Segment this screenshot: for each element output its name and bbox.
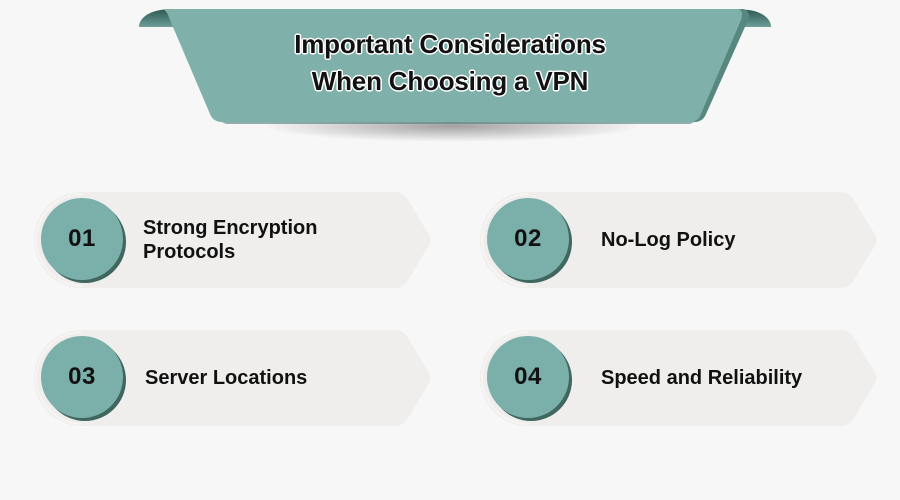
number-text: 02 (514, 225, 542, 252)
number-badge: 02 (487, 198, 569, 280)
number-badge: 04 (487, 336, 569, 418)
title-line-2: When Choosing a VPN (311, 66, 589, 96)
consideration-card-03: 03 Server Locations (33, 329, 433, 427)
arrow-card-shape (480, 192, 877, 288)
arrow-card-shape (34, 330, 431, 426)
card-label-text: No-Log Policy (601, 229, 736, 251)
arrow-card-shape (34, 192, 431, 288)
card-label: Server Locations (145, 329, 395, 427)
consideration-card-01: 01 Strong Encryption Protocols (33, 191, 433, 289)
number-badge: 03 (41, 336, 123, 418)
arrow-card-shape (480, 330, 877, 426)
consideration-card-04: 04 Speed and Reliability (479, 329, 879, 427)
ribbon-shape (139, 9, 771, 142)
number-badge: 01 (41, 198, 123, 280)
page-title: Important Considerations When Choosing a… (200, 26, 700, 100)
card-label: Speed and Reliability (601, 329, 851, 427)
consideration-card-02: 02 No-Log Policy (479, 191, 879, 289)
card-label: No-Log Policy (601, 191, 851, 289)
number-text: 04 (514, 363, 542, 390)
title-line-1: Important Considerations (294, 29, 606, 59)
title-banner: Important Considerations When Choosing a… (0, 0, 900, 160)
card-label-text: Server Locations (145, 367, 308, 389)
number-text: 01 (68, 225, 96, 252)
card-label-text: Speed and Reliability (601, 367, 803, 389)
number-text: 03 (68, 363, 96, 390)
card-label-text: Strong Encryption Protocols (143, 217, 318, 263)
card-label: Strong Encryption Protocols (143, 191, 393, 289)
